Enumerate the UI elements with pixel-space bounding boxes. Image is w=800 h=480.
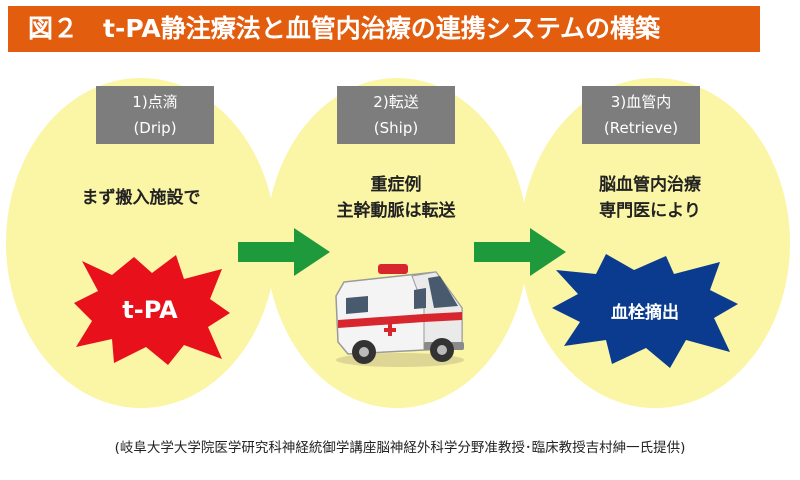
blue-starburst-shape bbox=[552, 254, 738, 368]
step-2-desc: 重症例 主幹動脈は転送 bbox=[316, 172, 476, 224]
red-starburst-shape bbox=[74, 255, 230, 365]
right-arrow-icon-1 bbox=[238, 228, 330, 276]
tpa-label: t-PA bbox=[122, 296, 178, 324]
step-3-desc-line1: 脳血管内治療 bbox=[599, 175, 701, 195]
step-2-desc-line2: 主幹動脈は転送 bbox=[336, 201, 456, 221]
image-credit: (岐阜大学大学院医学研究科神経統御学講座脳神経外科学分野准教授･臨床教授吉村紳一… bbox=[114, 440, 686, 456]
step-3-label: 3)血管内 (Retrieve) bbox=[582, 86, 700, 144]
step-2-label-line2: (Ship) bbox=[373, 119, 419, 137]
step-2-desc-line1: 重症例 bbox=[370, 175, 422, 195]
ambulance-icon bbox=[335, 264, 464, 367]
step-1-label-line1: 1)点滴 bbox=[132, 93, 178, 111]
right-arrow-icon-2 bbox=[474, 228, 566, 276]
title-bar: 図２ t-PA静注療法と血管内治療の連携システムの構築 bbox=[8, 6, 760, 52]
step-1-desc-line: まず搬入施設で bbox=[81, 188, 201, 208]
step-1-desc: まず搬入施設で bbox=[56, 185, 226, 211]
step-3-desc: 脳血管内治療 専門医により bbox=[560, 172, 740, 224]
step-3-label-line1: 3)血管内 bbox=[610, 93, 672, 111]
step-1-label-line2: (Drip) bbox=[133, 119, 177, 137]
step-1-label: 1)点滴 (Drip) bbox=[96, 86, 214, 144]
step-3-desc-line2: 専門医により bbox=[599, 201, 701, 221]
step-2-label-line1: 2)転送 bbox=[373, 93, 419, 111]
step-2-label: 2)転送 (Ship) bbox=[337, 86, 455, 144]
thrombectomy-label: 血栓摘出 bbox=[611, 303, 679, 323]
figure-title: 図２ t-PA静注療法と血管内治療の連携システムの構築 bbox=[28, 14, 660, 43]
step-3-label-line2: (Retrieve) bbox=[603, 119, 679, 137]
